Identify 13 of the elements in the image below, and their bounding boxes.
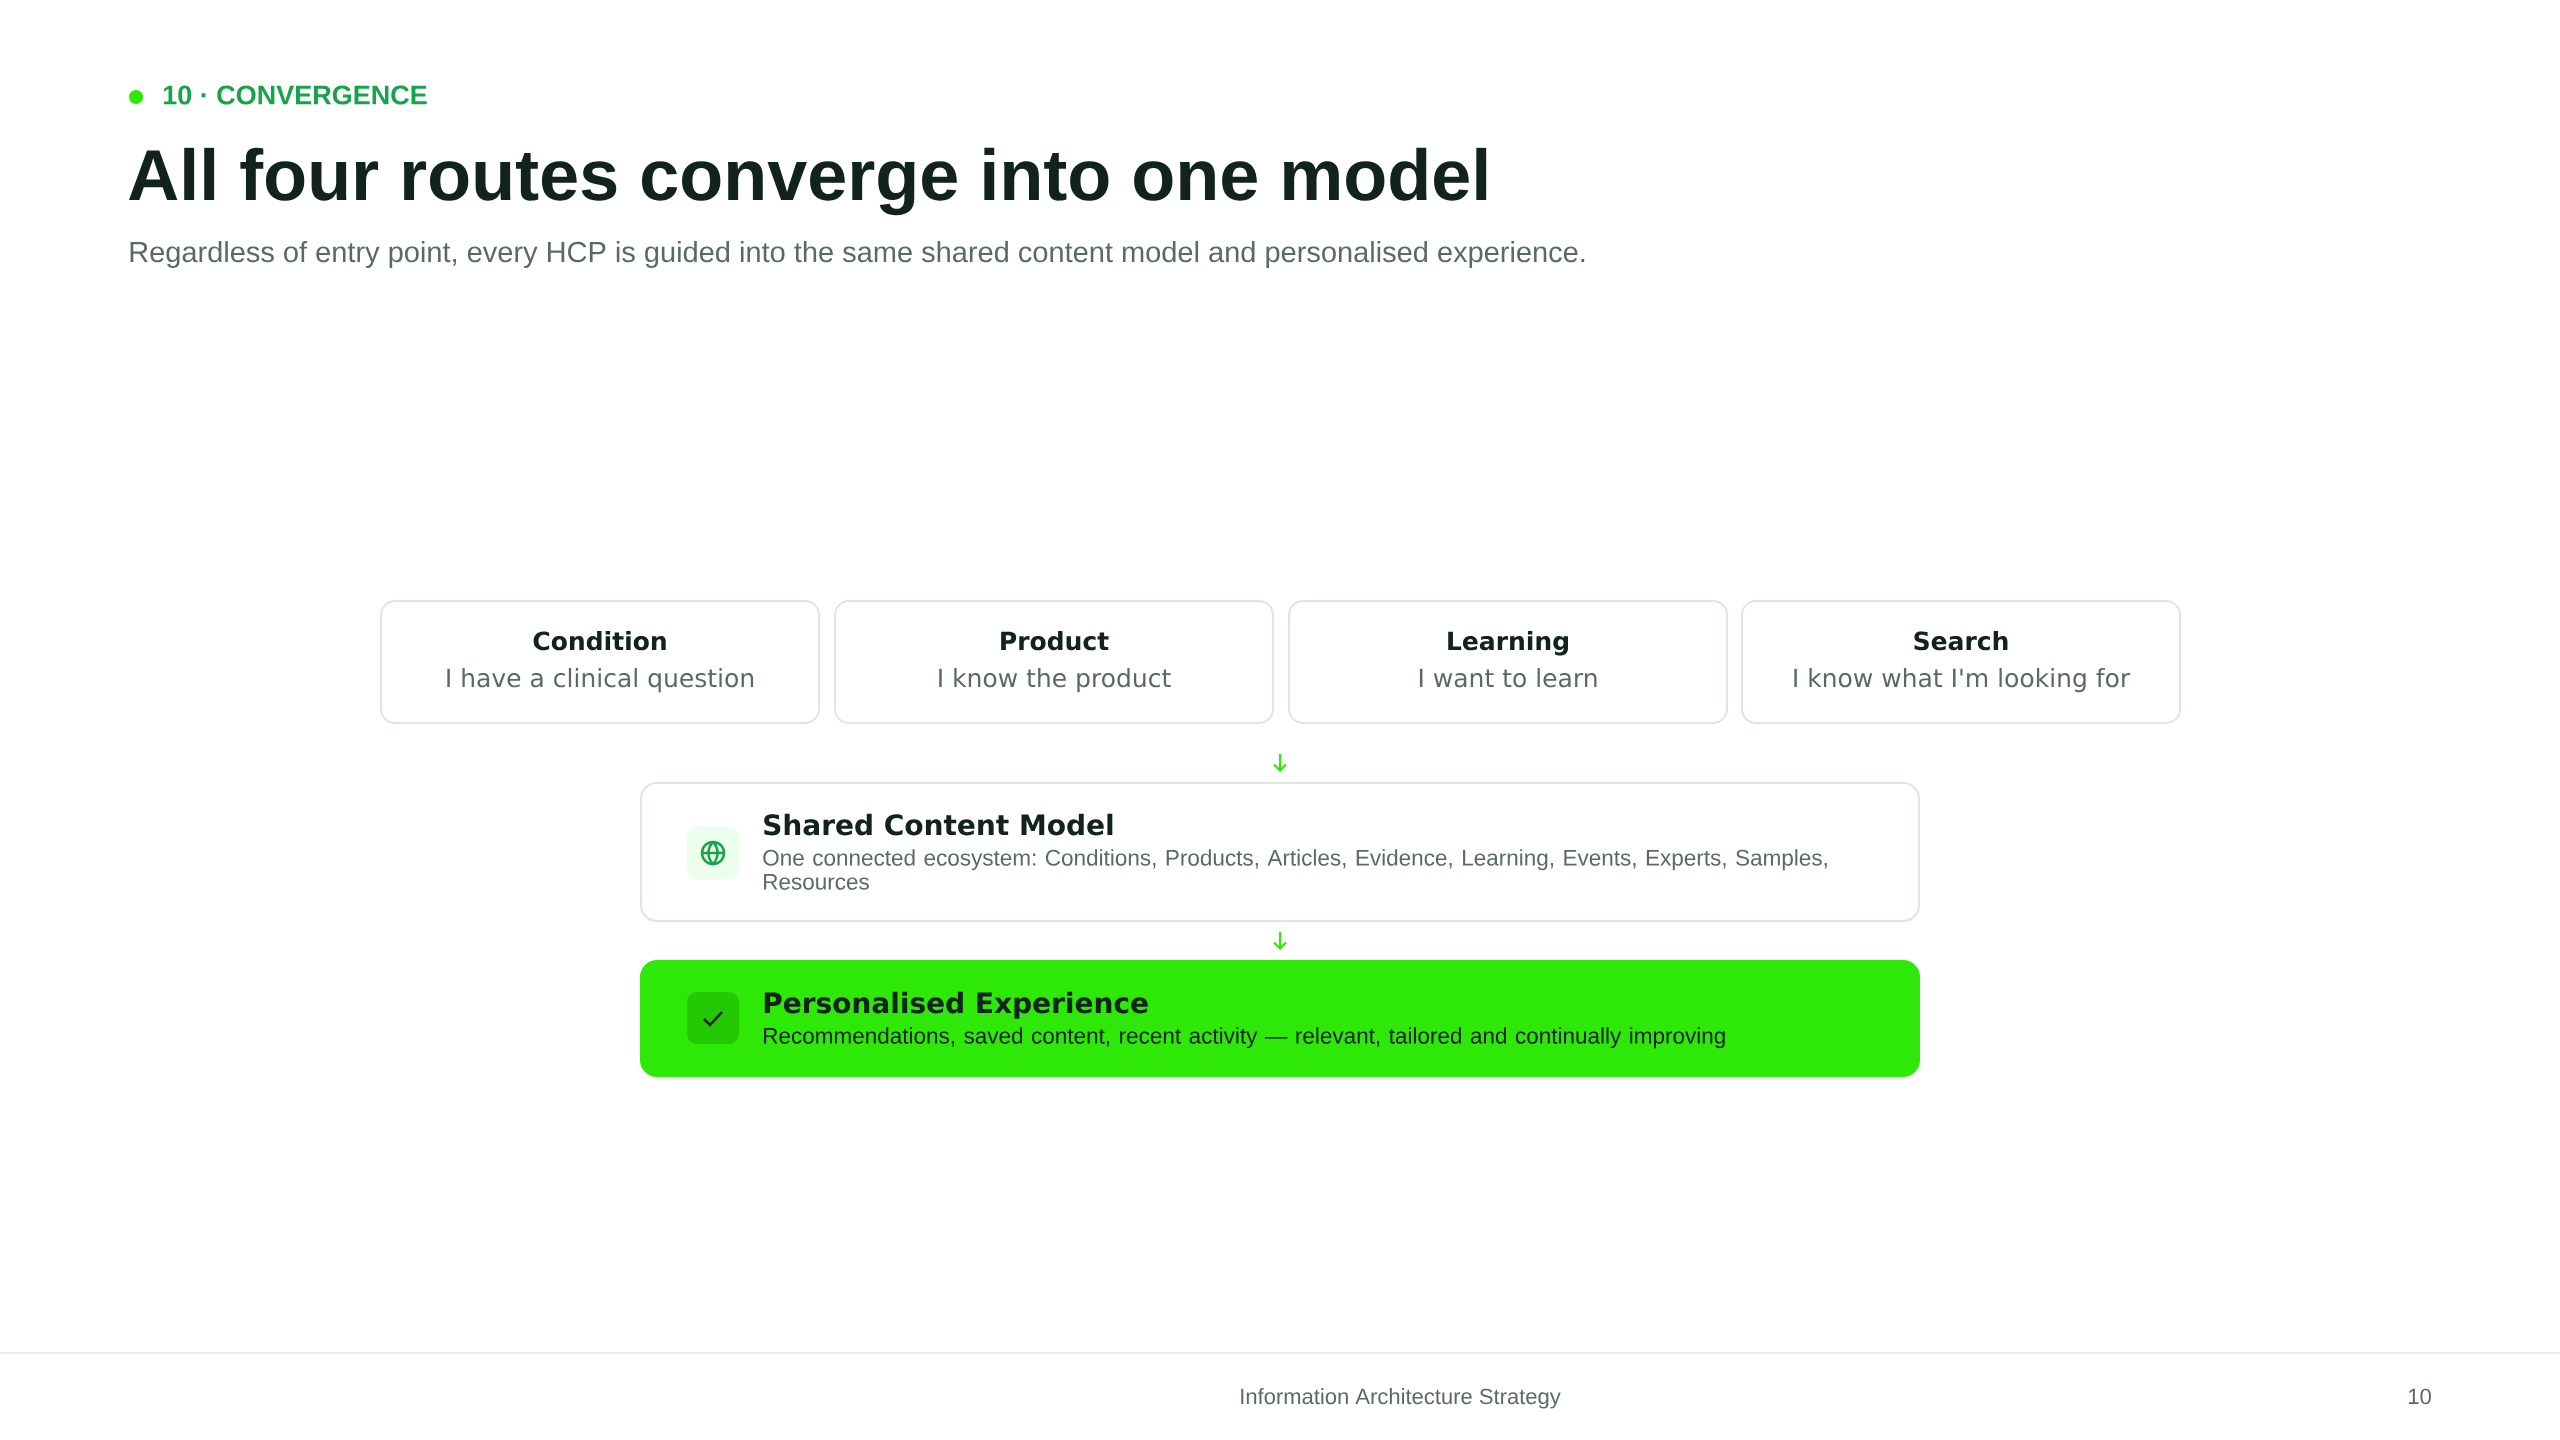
route-card: Product I know the product bbox=[834, 600, 1274, 724]
subtitle: Regardless of entry point, every HCP is guided into the same shared content model and personalised experience. bbox=[130, 241, 1585, 268]
arrow bbox=[1273, 932, 1287, 950]
arrow bbox=[1273, 754, 1287, 772]
route-card: Learning I want to learn bbox=[1288, 600, 1728, 724]
title: All four routes converge into one model bbox=[129, 147, 1487, 216]
footer-text: Information Architecture Strategy bbox=[1241, 1388, 1561, 1409]
content-model-box: Shared Content Model One connected ecosystem: Conditions, Products, Articles, Evidence, Learning, Events, Experts, Samples, Resources bbox=[640, 782, 1920, 922]
section-label: 10 · CONVERGENCE bbox=[163, 85, 427, 105]
route-card: Search I know what I'm looking for bbox=[1741, 600, 2181, 724]
page-number: 10 bbox=[2409, 1388, 2431, 1405]
experience-box: Personalised Experience Recommendations, saved content, recent activity — relevant, tailored and continually improving bbox=[640, 960, 1920, 1077]
route-card: Condition I have a clinical question bbox=[380, 600, 820, 724]
